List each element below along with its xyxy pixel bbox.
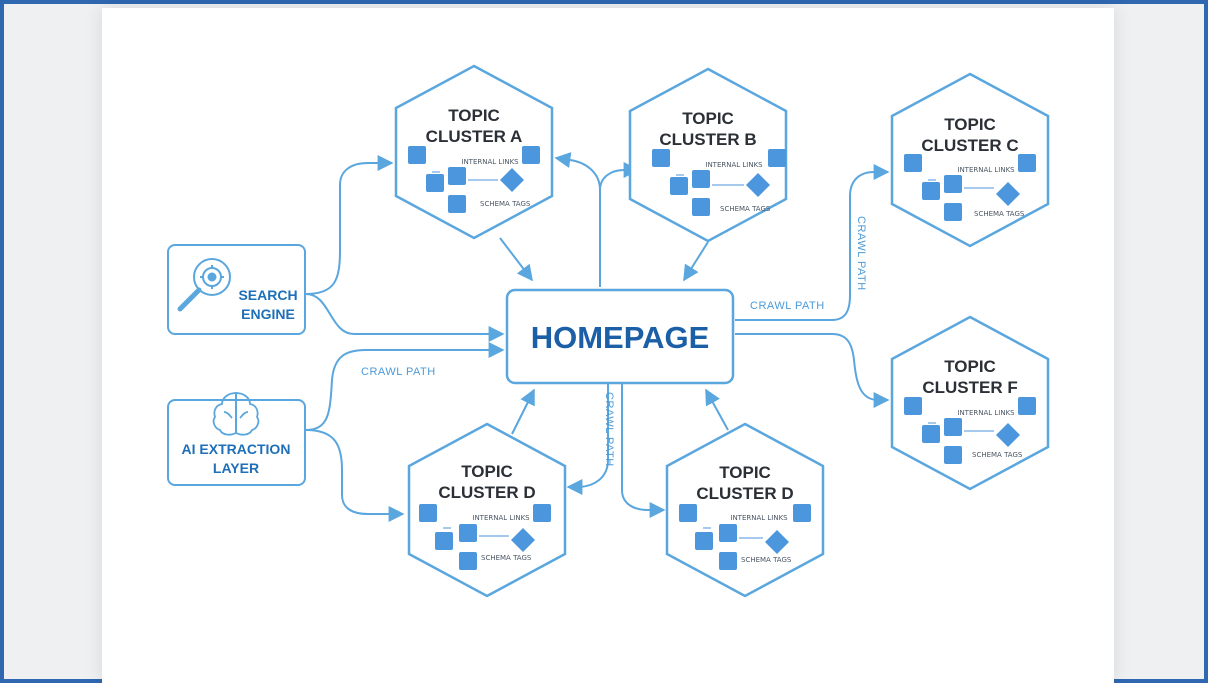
cluster-d-right-schema-tags: SCHEMA TAGS — [741, 556, 792, 564]
cluster-b-title-line1: TOPIC — [682, 109, 734, 128]
connector-homepage-to-cluster-a — [554, 152, 601, 287]
cluster-f-internal-links: INTERNAL LINKS — [957, 409, 1015, 417]
cluster-a-schema-tags: SCHEMA TAGS — [480, 200, 531, 208]
cluster-d-left-title-line1: TOPIC — [461, 462, 513, 481]
cluster-d-right-nodes — [679, 504, 811, 570]
cluster-f-title-line1: TOPIC — [944, 357, 996, 376]
cluster-d-right-title-line2: CLUSTER D — [696, 484, 793, 503]
connector-cluster-b-to-homepage — [683, 241, 709, 282]
cluster-f-links — [928, 422, 994, 432]
cluster-c-title-line1: TOPIC — [944, 115, 996, 134]
connector-ai-to-cluster-d-left — [305, 429, 405, 522]
cluster-d-left-title-line2: CLUSTER D — [438, 483, 535, 502]
cluster-f-schema-tags: SCHEMA TAGS — [972, 451, 1023, 459]
cluster-b-schema-tags: SCHEMA TAGS — [720, 205, 771, 213]
ai-extraction-node[interactable]: AI EXTRACTION LAYER — [167, 392, 306, 486]
topic-cluster-c[interactable]: TOPIC CLUSTER C INTERNAL LINKS SCHEMA TA… — [890, 72, 1050, 248]
cluster-c-links — [928, 179, 994, 189]
cluster-a-internal-links: INTERNAL LINKS — [461, 158, 519, 166]
cluster-f-title-line2: CLUSTER F — [922, 378, 1017, 397]
connectors — [305, 152, 890, 522]
connector-cluster-a-to-homepage — [499, 237, 533, 282]
connector-cluster-d-left-to-homepage — [511, 388, 535, 435]
homepage-node[interactable]: HOMEPAGE — [505, 288, 735, 385]
cluster-b-internal-links: INTERNAL LINKS — [705, 161, 763, 169]
cluster-b-links — [676, 174, 744, 186]
crawl-path-label-vertical-center: CRAWL PATH — [603, 392, 615, 467]
cluster-d-left-links — [443, 527, 509, 537]
cluster-c-internal-links: INTERNAL LINKS — [957, 166, 1015, 174]
search-engine-node[interactable]: SEARCH ENGINE — [167, 244, 306, 335]
cluster-d-left-schema-tags: SCHEMA TAGS — [481, 554, 532, 562]
cluster-d-left-nodes — [419, 504, 551, 570]
magnifier-gear-icon — [177, 258, 231, 312]
topic-cluster-a[interactable]: TOPIC CLUSTER A INTERNAL LINKS SCHEMA TA… — [394, 64, 554, 240]
cluster-c-nodes — [904, 154, 1036, 221]
cluster-b-nodes — [652, 149, 786, 216]
cluster-a-nodes — [408, 146, 540, 213]
cluster-a-title-line2: CLUSTER A — [426, 127, 523, 146]
cluster-a-links — [432, 171, 498, 181]
connector-search-to-homepage — [305, 293, 505, 342]
crawl-path-label-right: CRAWL PATH — [750, 300, 825, 312]
search-engine-label-line2: ENGINE — [241, 306, 295, 322]
connector-cluster-d-right-to-homepage — [705, 388, 729, 431]
topic-cluster-b[interactable]: TOPIC CLUSTER B INTERNAL LINKS SCHEMA TA… — [628, 67, 788, 243]
connector-homepage-to-cluster-d-right — [621, 384, 666, 518]
topic-cluster-d-right[interactable]: TOPIC CLUSTER D INTERNAL LINKS SCHEMA TA… — [665, 422, 825, 598]
connector-homepage-to-cluster-b — [599, 162, 640, 191]
ai-extraction-label-line2: LAYER — [213, 460, 259, 476]
topic-cluster-d-left[interactable]: TOPIC CLUSTER D INTERNAL LINKS SCHEMA TA… — [407, 422, 567, 598]
brain-icon — [212, 392, 260, 436]
cluster-a-title-line1: TOPIC — [448, 106, 500, 125]
connector-ai-to-homepage — [305, 342, 505, 431]
cluster-c-title-line2: CLUSTER C — [921, 136, 1018, 155]
cluster-d-right-links — [703, 527, 763, 539]
connector-homepage-to-cluster-d-left — [566, 384, 609, 495]
connector-search-to-cluster-a — [305, 155, 394, 295]
cluster-c-schema-tags: SCHEMA TAGS — [974, 210, 1025, 218]
connector-homepage-to-cluster-c — [735, 164, 890, 321]
cluster-d-left-internal-links: INTERNAL LINKS — [472, 514, 530, 522]
crawl-path-label-left: CRAWL PATH — [361, 366, 436, 378]
topic-clusters: TOPIC CLUSTER A INTERNAL LINKS SCHEMA TA… — [394, 64, 1050, 598]
connector-homepage-to-cluster-f — [735, 333, 890, 408]
cluster-f-nodes — [904, 397, 1036, 464]
cluster-d-right-internal-links: INTERNAL LINKS — [730, 514, 788, 522]
search-engine-label-line1: SEARCH — [238, 287, 297, 303]
ai-extraction-label-line1: AI EXTRACTION — [182, 441, 291, 457]
crawl-path-label-vertical-right: CRAWL PATH — [855, 216, 867, 291]
homepage-title: HOMEPAGE — [531, 320, 710, 355]
cluster-b-title-line2: CLUSTER B — [659, 130, 756, 149]
topic-cluster-f[interactable]: TOPIC CLUSTER F INTERNAL LINKS SCHEMA TA… — [890, 315, 1050, 491]
cluster-d-right-title-line1: TOPIC — [719, 463, 771, 482]
